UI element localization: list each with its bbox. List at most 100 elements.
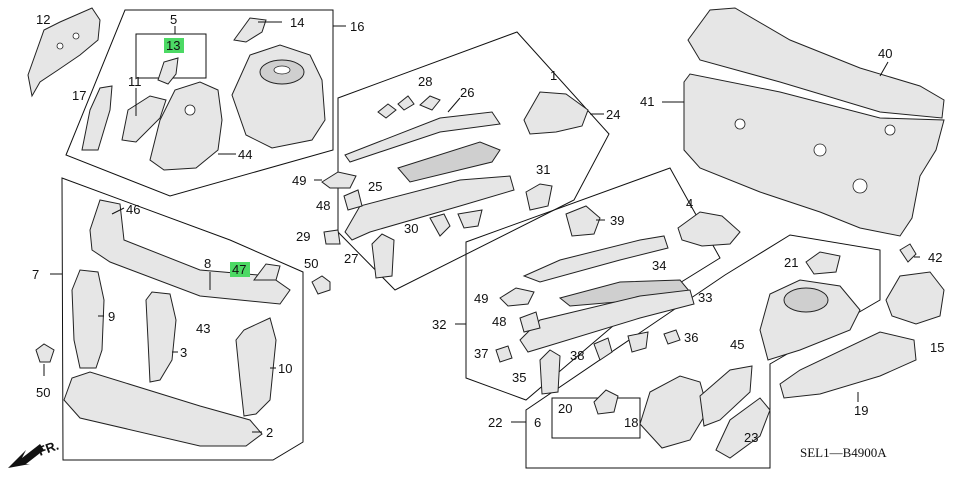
callout-number: 23 xyxy=(744,430,758,445)
callout-30: 30 xyxy=(404,221,418,236)
callout-23: 23 xyxy=(744,430,758,445)
callout-number: 21 xyxy=(784,255,798,270)
part-27-bracket xyxy=(371,233,395,279)
part-10-side-support xyxy=(235,317,277,417)
part-17-bracket xyxy=(81,85,113,151)
part-44-housing xyxy=(149,81,223,171)
callout-number: 1 xyxy=(550,68,557,83)
callout-number: 8 xyxy=(204,256,211,271)
callout-22: 22 xyxy=(488,415,502,430)
callout-number: 49 xyxy=(474,291,488,306)
part-41-hole xyxy=(734,118,746,130)
callout-number: 48 xyxy=(492,314,506,329)
part-1-bracket xyxy=(523,91,589,135)
frame-right-lower xyxy=(525,234,881,469)
callout-number: 3 xyxy=(180,345,187,360)
part-26-rail xyxy=(344,111,501,163)
part-36-clip xyxy=(663,329,681,345)
callout-number: 10 xyxy=(278,361,292,376)
part-tower-right-dome xyxy=(783,287,829,313)
part-42-bolt xyxy=(899,243,917,263)
callout-49: 49 xyxy=(474,291,488,306)
callout-number: 41 xyxy=(640,94,654,109)
callout-number: 22 xyxy=(488,415,502,430)
callout-49: 49 xyxy=(292,173,306,188)
callout-35: 35 xyxy=(512,370,526,385)
callout-17: 17 xyxy=(72,88,86,103)
part-ribbed-panel xyxy=(397,141,501,183)
callout-31: 31 xyxy=(536,162,550,177)
callout-highlight xyxy=(164,38,184,53)
callout-3: 3 xyxy=(180,345,187,360)
callout-46: 46 xyxy=(126,202,140,217)
front-marker-label: FR. xyxy=(36,438,61,459)
callout-number: 17 xyxy=(72,88,86,103)
part-46-tie-bar xyxy=(89,199,291,305)
callout-number: 36 xyxy=(684,330,698,345)
callout-number: 26 xyxy=(460,85,474,100)
frame-left-bulkhead xyxy=(61,177,304,461)
callout-number: 13 xyxy=(166,38,180,53)
part-11-bracket xyxy=(121,95,167,143)
callout-number: 14 xyxy=(290,15,304,30)
callout-41: 41 xyxy=(640,94,654,109)
part-41-hole xyxy=(813,143,827,157)
part-clip-a xyxy=(377,103,397,119)
part-48-block xyxy=(343,189,363,211)
part-31-bracket xyxy=(525,183,553,211)
part-15-mount xyxy=(885,271,945,325)
callout-number: 40 xyxy=(878,46,892,61)
callout-number: 29 xyxy=(296,229,310,244)
part-45-frame xyxy=(699,365,753,427)
callout-number: 44 xyxy=(238,147,252,162)
part-30-bracket xyxy=(429,213,451,237)
callout-8: 8 xyxy=(204,256,211,271)
callout-44: 44 xyxy=(238,147,252,162)
callout-number: 38 xyxy=(570,348,584,363)
part-50-bolt xyxy=(311,275,331,295)
callout-32: 32 xyxy=(432,317,446,332)
part-clip-b xyxy=(397,95,415,111)
callout-19: 19 xyxy=(854,403,868,418)
callout-34: 34 xyxy=(652,258,666,273)
callout-2: 2 xyxy=(266,425,273,440)
callout-number: 42 xyxy=(928,250,942,265)
part-16-center xyxy=(273,65,291,75)
part-50-bolt-left xyxy=(35,343,55,363)
callout-number: 2 xyxy=(266,425,273,440)
part-29-piece xyxy=(323,229,341,245)
part-2-lower-crossmember xyxy=(63,371,263,447)
diagram-code: SEL1—B4900A xyxy=(800,445,887,460)
callout-38: 38 xyxy=(570,348,584,363)
callout-7: 7 xyxy=(32,267,39,282)
part-41-hole xyxy=(884,124,896,136)
callout-number: 15 xyxy=(930,340,944,355)
callout-number: 4 xyxy=(686,196,693,211)
callout-number: 11 xyxy=(128,74,142,89)
part-47-bracket xyxy=(253,263,281,281)
part-12-upper-frame xyxy=(27,7,101,98)
part-33-frame xyxy=(519,289,695,353)
callout-40: 40 xyxy=(878,46,892,61)
part-13-small-bracket xyxy=(157,57,179,85)
group-frames xyxy=(61,9,881,469)
part-25-frame xyxy=(344,175,515,241)
callout-13: 13 xyxy=(164,38,184,53)
callout-43: 43 xyxy=(196,321,210,336)
part-40-upper-dash xyxy=(687,7,945,119)
part-12-hole xyxy=(56,42,64,50)
callout-50: 50 xyxy=(36,385,50,400)
leader-lines xyxy=(43,21,920,433)
callout-number: 46 xyxy=(126,202,140,217)
callout-29: 29 xyxy=(296,229,310,244)
callout-number: 50 xyxy=(36,385,50,400)
callout-37: 37 xyxy=(474,346,488,361)
part-18-frame xyxy=(639,375,709,449)
leader-line xyxy=(879,61,889,77)
callout-18: 18 xyxy=(624,415,638,430)
part-9-side-support xyxy=(71,269,105,369)
callout-1: 1 xyxy=(550,68,557,83)
